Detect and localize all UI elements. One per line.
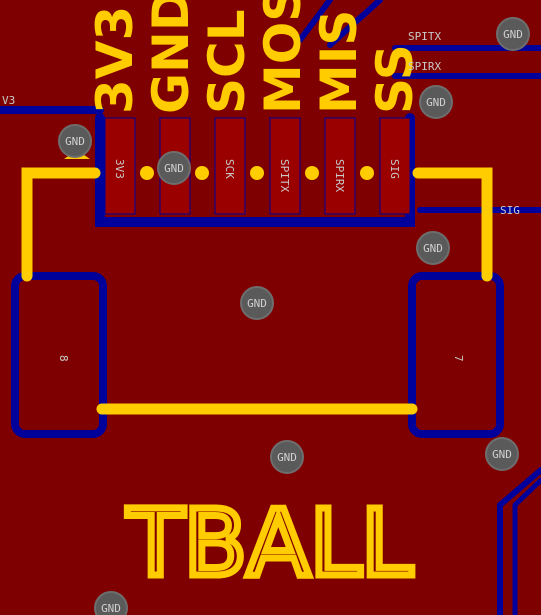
silk-label-mis: MIS: [310, 10, 368, 114]
via-gnd[interactable]: GND: [416, 231, 450, 265]
via-gnd[interactable]: GND: [157, 151, 191, 185]
via-label: GND: [492, 448, 512, 461]
pad-label: SIG: [388, 159, 401, 179]
via-gnd[interactable]: GND: [240, 286, 274, 320]
silk-label-mos: MOS: [254, 0, 312, 114]
via-label: GND: [503, 28, 523, 41]
via-label: GND: [423, 242, 443, 255]
via-label: GND: [65, 135, 85, 148]
via-label: GND: [277, 451, 297, 464]
trace-spitx[interactable]: [297, 0, 333, 43]
silk-label-gnd: GND: [142, 0, 200, 114]
trace-right-down[interactable]: [497, 467, 541, 615]
net-label-spirx: SPIRX: [408, 60, 441, 73]
pad-label: SPIRX: [333, 159, 346, 192]
mount-pads: 8 7: [11, 272, 504, 438]
via-label: GND: [101, 602, 121, 615]
via-gnd[interactable]: GND: [270, 440, 304, 474]
silkscreen: [21, 150, 493, 415]
via-gnd[interactable]: GND: [94, 591, 128, 615]
net-label-v3: V3: [2, 94, 15, 107]
connector-pad-spitx[interactable]: [269, 117, 301, 215]
connector-pad-3v3[interactable]: [104, 117, 136, 215]
silk-outline-right: [412, 167, 493, 282]
net-label-sig: SIG: [500, 204, 520, 217]
pad-label: SPITX: [278, 159, 291, 192]
silk-outline-left: [21, 167, 101, 282]
silk-label-ss: SS: [366, 44, 424, 114]
via-gnd[interactable]: GND: [419, 85, 453, 119]
via-label: GND: [426, 96, 446, 109]
mount-label-left: 8: [57, 355, 70, 362]
via-gnd[interactable]: GND: [496, 17, 530, 51]
vias: GND GND GND GND GND GND GND GND GND: [58, 17, 530, 615]
connector-pad-spirx[interactable]: [324, 117, 356, 215]
trace-right-down-2[interactable]: [512, 477, 541, 615]
mount-pad-left[interactable]: [11, 272, 107, 438]
silk-dots: [140, 166, 374, 180]
mount-pad-right[interactable]: [408, 272, 504, 438]
silk-label-3v3: 3V3: [86, 6, 144, 114]
pad-label: 3V3: [113, 159, 126, 179]
net-label-spitx: SPITX: [408, 30, 441, 43]
via-gnd[interactable]: GND: [485, 437, 519, 471]
via-label: GND: [164, 162, 184, 175]
trace-top-2[interactable]: [327, 0, 383, 48]
silk-label-scl: SCL: [198, 9, 256, 114]
via-gnd[interactable]: GND: [58, 124, 92, 158]
board-name: TBALL: [127, 490, 413, 597]
pad-label: SCK: [223, 159, 236, 179]
connector-pad-sck[interactable]: [214, 117, 246, 215]
connector-pads: 3V3 GND SCK SPITX SPIRX SIG: [104, 117, 411, 215]
connector-pad-sig[interactable]: [379, 117, 411, 215]
mount-label-right: 7: [452, 355, 465, 362]
via-label: GND: [247, 297, 267, 310]
